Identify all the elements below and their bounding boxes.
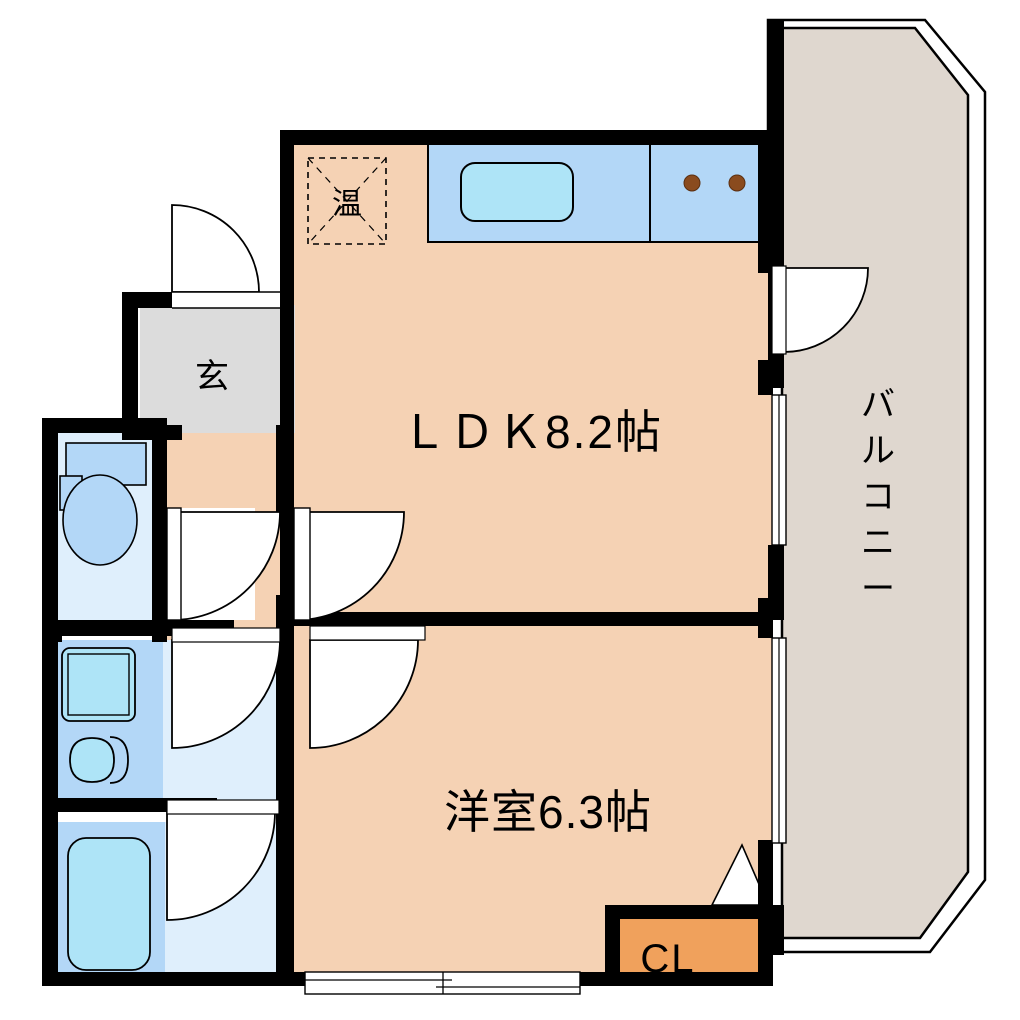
windows bbox=[304, 394, 787, 995]
balcony-char-0: バ bbox=[861, 386, 895, 424]
washbasin-fixture bbox=[61, 647, 136, 784]
closet-area bbox=[620, 843, 770, 980]
door-toilet[interactable] bbox=[166, 507, 281, 621]
door-bedroom[interactable] bbox=[309, 625, 426, 749]
ldk-label: ＬＤＫ8.2帖 bbox=[401, 406, 663, 458]
doors bbox=[166, 204, 869, 921]
window-bedroom-right bbox=[771, 637, 787, 844]
washbasin-sink bbox=[69, 737, 115, 783]
balcony-char-1: ル bbox=[861, 432, 895, 470]
closet-label: CL bbox=[640, 937, 695, 981]
kitchen-counter bbox=[427, 141, 773, 243]
balcony-label: バ ル コ ニ ー bbox=[861, 386, 895, 608]
door-balcony[interactable] bbox=[771, 265, 869, 355]
closet-fill bbox=[620, 918, 765, 980]
window-bedroom-bottom bbox=[304, 971, 581, 995]
door-entrance[interactable] bbox=[171, 204, 280, 309]
toilet-bowl bbox=[62, 474, 138, 566]
door-bathroom[interactable] bbox=[166, 799, 280, 921]
bedroom-label: 洋室6.3帖 bbox=[444, 786, 652, 838]
balcony-char-4: ー bbox=[861, 570, 895, 608]
balcony-char-3: ニ bbox=[861, 524, 895, 562]
door-ldk-hall[interactable] bbox=[293, 507, 405, 621]
window-ldk-right bbox=[771, 394, 787, 546]
bathtub bbox=[67, 837, 151, 971]
kitchen-sink bbox=[460, 162, 574, 222]
genkan-floor bbox=[140, 305, 295, 433]
stove-burner-left bbox=[683, 174, 701, 192]
water-heater-label: 温 bbox=[332, 188, 362, 221]
water-heater-symbol bbox=[307, 157, 387, 245]
balcony-char-2: コ bbox=[861, 478, 895, 516]
toilet-fixture bbox=[59, 442, 147, 566]
door-washroom[interactable] bbox=[171, 627, 281, 749]
stove-burner-right bbox=[728, 174, 746, 192]
genkan-label: 玄 bbox=[195, 358, 229, 396]
